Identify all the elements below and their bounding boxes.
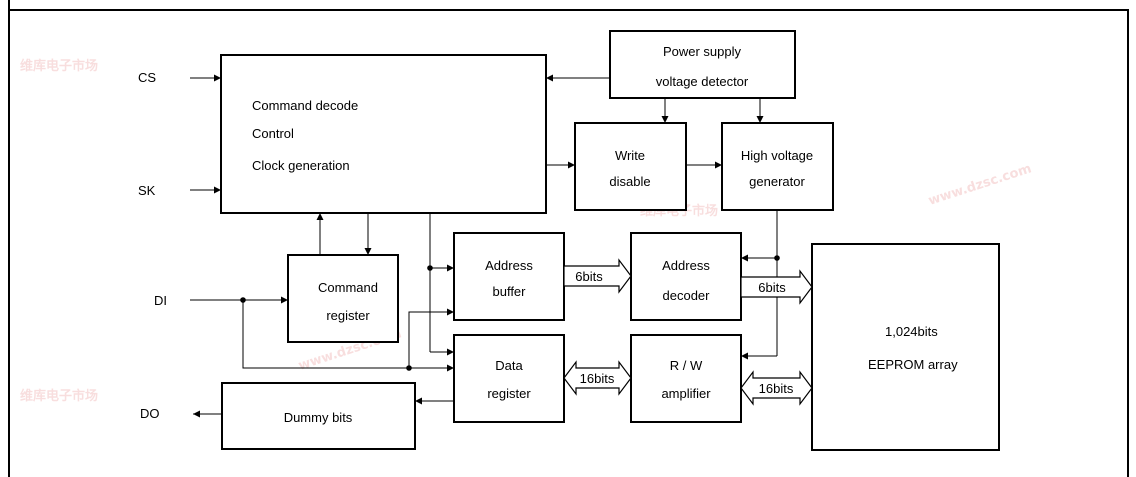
signal-do-label: DO [140, 406, 160, 421]
address-buffer-line-2: buffer [492, 284, 526, 299]
control-line-1: Command decode [252, 98, 358, 113]
connections [316, 74, 780, 405]
signal-di-label: DI [154, 293, 167, 308]
high-voltage-block: High voltage generator [721, 122, 834, 211]
high-voltage-line-2: generator [749, 174, 805, 189]
signal-cs-label: CS [138, 70, 156, 85]
command-register-line-1: Command [318, 280, 378, 295]
address-decoder-line-1: Address [662, 258, 710, 273]
bus-addr-buf-to-dec: 6bits [563, 258, 632, 294]
data-register-line-2: register [487, 386, 531, 401]
power-supply-block: Power supply voltage detector [609, 30, 796, 99]
control-line-2: Control [252, 126, 294, 141]
rw-amplifier-line-2: amplifier [661, 386, 711, 401]
command-register-line-2: register [326, 308, 370, 323]
bus-datareg-rw: 16bits [563, 360, 632, 396]
high-voltage-line-1: High voltage [741, 148, 813, 163]
write-disable-block: Write disable [574, 122, 687, 211]
bus-rw-array: 16bits [740, 370, 813, 406]
bus-dec-to-array-label: 6bits [758, 280, 786, 295]
bus-addr-buf-to-dec-label: 6bits [575, 269, 603, 284]
signal-do: DO [140, 406, 222, 421]
control-line-3: Clock generation [252, 158, 350, 173]
diagram-frame [8, 0, 1129, 477]
write-disable-line-1: Write [615, 148, 645, 163]
address-decoder-block: Address decoder [630, 232, 742, 321]
address-buffer-block: Address buffer [453, 232, 565, 321]
control-block: Command decode Control Clock generation [220, 54, 547, 214]
dummy-bits-block: Dummy bits [221, 382, 416, 450]
address-buffer-line-1: Address [485, 258, 533, 273]
command-register-block: Command register [287, 254, 399, 343]
eeprom-array-line-1: 1,024bits [885, 324, 938, 339]
dummy-bits-label: Dummy bits [284, 410, 353, 425]
signal-cs: CS [138, 70, 221, 85]
eeprom-array-block: 1,024bits EEPROM array [811, 243, 1000, 451]
data-register-line-1: Data [495, 358, 523, 373]
rw-amplifier-line-1: R / W [670, 358, 703, 373]
bus-datareg-rw-label: 16bits [580, 371, 615, 386]
signal-sk-label: SK [138, 183, 156, 198]
rw-amplifier-block: R / W amplifier [630, 334, 742, 423]
power-supply-line-2: voltage detector [656, 74, 749, 89]
signal-sk: SK [138, 183, 221, 198]
bus-dec-to-array: 6bits [740, 269, 813, 305]
bus-rw-array-label: 16bits [759, 381, 794, 396]
signal-di: DI [154, 293, 454, 372]
watermark-chars-2: 维库电子市场 [20, 388, 98, 404]
watermark-chars-1: 维库电子市场 [20, 58, 98, 74]
write-disable-line-2: disable [609, 174, 650, 189]
data-register-block: Data register [453, 334, 565, 423]
eeprom-array-line-2: EEPROM array [868, 357, 958, 372]
power-supply-line-1: Power supply [663, 44, 742, 59]
watermark-url-1: www.dzsc.com [927, 161, 1034, 209]
address-decoder-line-2: decoder [663, 288, 711, 303]
